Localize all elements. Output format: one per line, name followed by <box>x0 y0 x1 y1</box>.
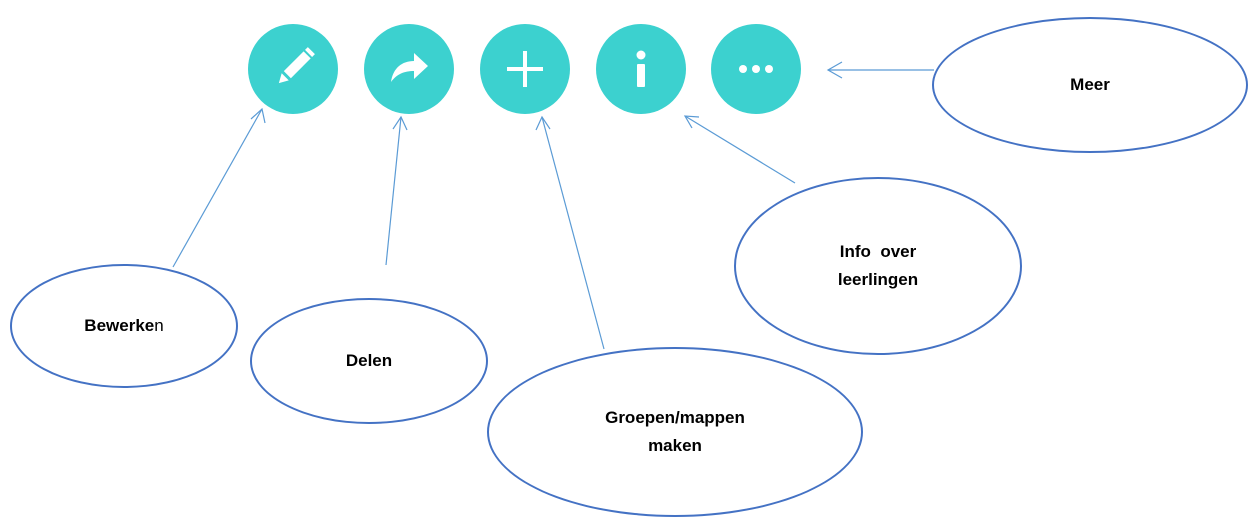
share-connector <box>385 116 402 266</box>
info-connector <box>684 115 796 184</box>
pencil-icon <box>278 47 315 84</box>
share-callout-label: Delen <box>345 351 393 370</box>
info-arrowhead <box>683 115 700 129</box>
more-arrowhead <box>826 61 843 79</box>
info-callout-label: Info over leerlingen <box>837 242 919 289</box>
ellipsis-icon <box>739 65 773 73</box>
info-button[interactable] <box>596 24 686 114</box>
add-arrowhead <box>535 115 551 131</box>
plus-icon <box>507 51 543 87</box>
share-arrow-icon <box>391 53 428 82</box>
add-callout-label: Groepen/mappen maken <box>605 408 745 455</box>
info-icon <box>636 50 646 87</box>
more-callout: Meer <box>932 17 1248 153</box>
edit-callout-label: Bewerken <box>84 316 164 335</box>
add-callout: Groepen/mappen maken <box>487 347 863 517</box>
share-callout: Delen <box>250 298 488 424</box>
edit-connector <box>172 108 263 268</box>
add-connector <box>541 116 605 350</box>
edit-button[interactable] <box>248 24 338 114</box>
more-button[interactable] <box>711 24 801 114</box>
share-button[interactable] <box>364 24 454 114</box>
info-callout: Info over leerlingen <box>734 177 1022 355</box>
share-arrowhead <box>392 115 408 131</box>
add-button[interactable] <box>480 24 570 114</box>
more-callout-label: Meer <box>1070 75 1110 94</box>
edit-callout: Bewerken <box>10 264 238 388</box>
